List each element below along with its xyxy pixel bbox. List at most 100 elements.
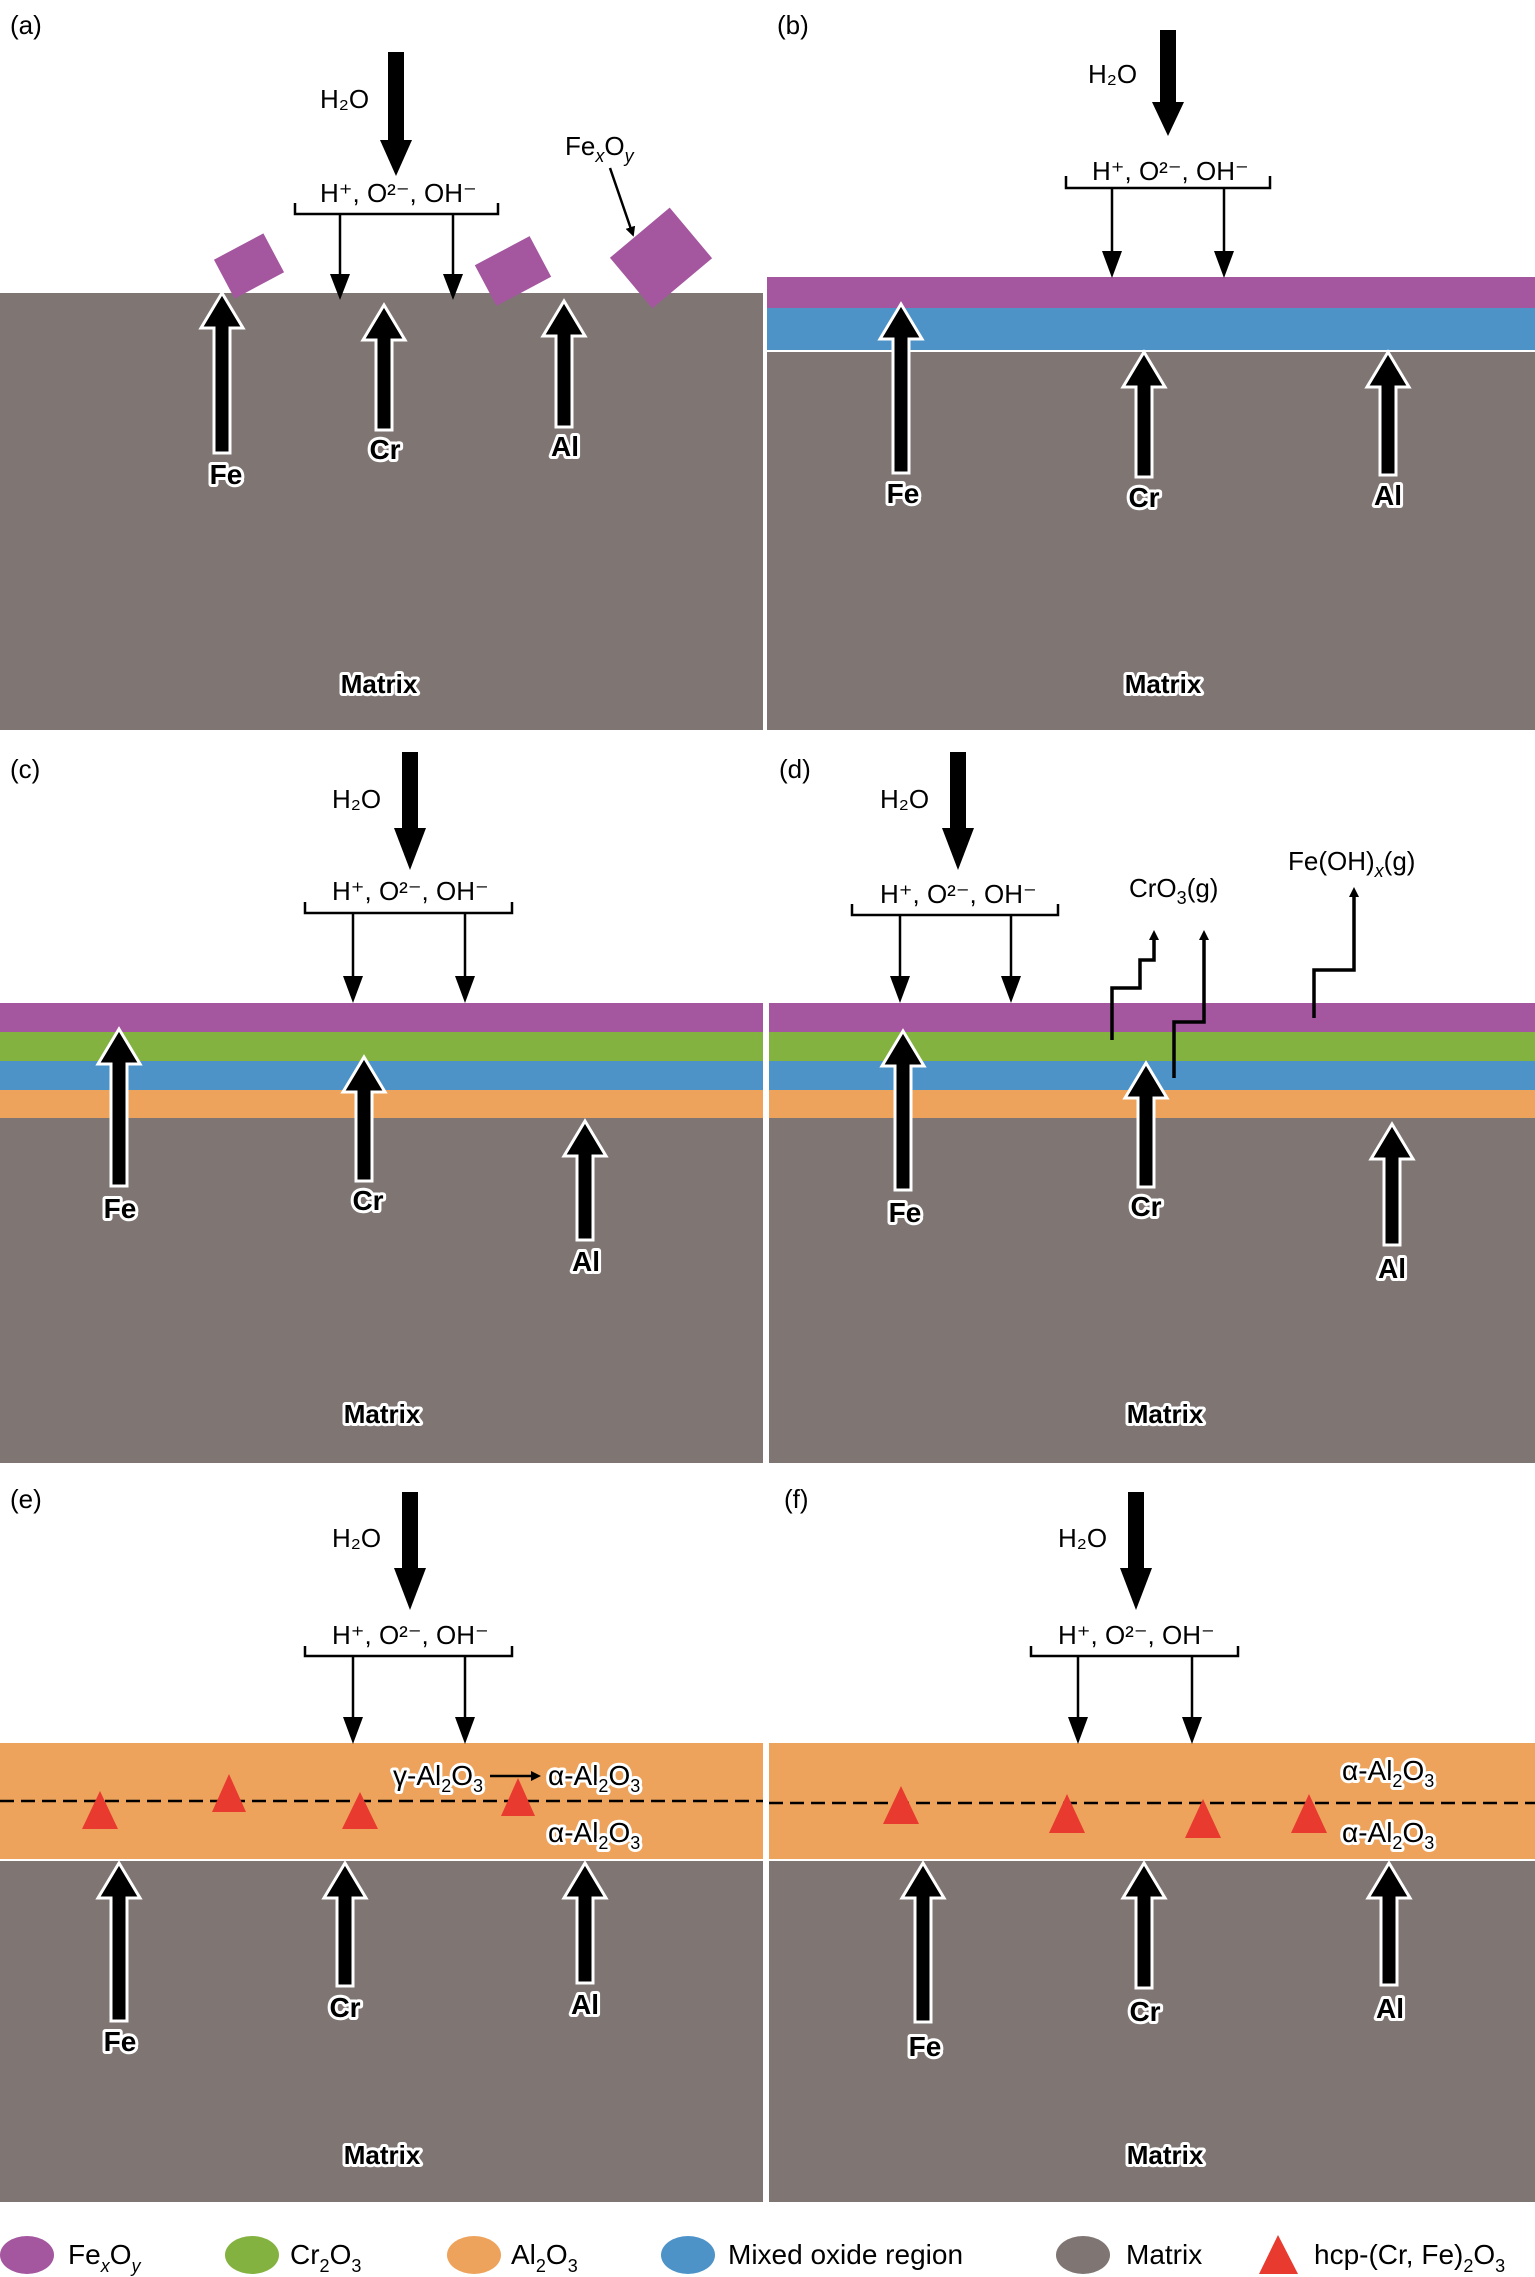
h2o-down-arrow-icon [942,752,974,870]
panel-a: (a) H₂O H⁺, O²⁻, OH⁻ FexOy [0,10,763,730]
hcp-triangle-icon [82,1791,118,1829]
cr-label: Cr [1128,482,1159,513]
ion-down-arrow-icon [1068,1656,1088,1744]
h2o-label: H₂O [880,784,929,814]
matrix-label: Matrix [1125,669,1202,699]
hcp-triangle-icon [1185,1799,1221,1838]
al-label: Al [551,431,579,462]
fe-up-arrow-icon [95,1026,143,1188]
feo-layer [0,1003,763,1032]
legend-al2o3-label: Al2O3 [511,2239,578,2276]
cro3-label: CrO3(g) [1129,873,1218,908]
hcp-triangle-icon [342,1792,378,1829]
ion-down-arrow-icon [455,913,475,1003]
ion-bracket [1064,176,1272,190]
ion-species-label: H⁺, O²⁻, OH⁻ [332,1620,489,1650]
matrix-label: Matrix [344,2140,421,2170]
ion-species-label: H⁺, O²⁻, OH⁻ [880,879,1037,909]
cr-label: Cr [1130,1191,1161,1222]
cr-up-arrow-icon [321,1860,369,1988]
ion-species-label: H⁺, O²⁻, OH⁻ [332,876,489,906]
cr-label: Cr [352,1185,383,1216]
feo-particle [474,236,552,306]
legend-hcp-label: hcp-(Cr, Fe)2O3 [1314,2239,1505,2276]
cro3-escape-arrow [1172,930,1209,1078]
cr-up-arrow-icon [1122,1060,1170,1189]
panel-e: (e) H₂O H⁺, O²⁻, OH⁻ γ-Al2O3 α-Al2O3 α-A… [0,1484,763,2202]
legend-al2o3-swatch [447,2236,501,2274]
hcp-triangle-icon [1291,1794,1327,1833]
alpha-alumina-label: α-Al2O3 [1342,1817,1434,1853]
al-up-arrow-icon [561,1118,609,1242]
legend-feo-label: FexOy [68,2239,141,2276]
legend-hcp-triangle-icon [1259,2235,1298,2274]
al-up-arrow-icon [1368,1121,1416,1247]
ion-down-arrow-icon [1182,1656,1202,1744]
al-up-arrow-icon [1365,1860,1413,1987]
al-label: Al [1376,1993,1404,2024]
feo-layer [767,277,1535,308]
cr-label: Cr [1129,1996,1160,2027]
h2o-down-arrow-icon [394,1492,426,1610]
hcp-triangle-icon [501,1778,535,1816]
panel-label: (e) [10,1484,42,1514]
ion-down-arrow-icon [343,913,363,1003]
panel-f: (f) H₂O H⁺, O²⁻, OH⁻ α-Al2O3 α-Al2O3 [769,1484,1535,2202]
matrix-label: Matrix [1127,2140,1204,2170]
ion-bracket [303,902,514,915]
h2o-label: H₂O [1058,1523,1107,1553]
cr-up-arrow-icon [1120,349,1168,479]
legend-mixed-label: Mixed oxide region [728,2239,963,2270]
legend-cr2o3-swatch [225,2236,279,2274]
alpha-alumina-label: α-Al2O3 [548,1817,640,1853]
panel-label: (f) [784,1484,809,1514]
feo-particle [213,233,285,299]
feo-particle [609,207,713,309]
cr-label: Cr [369,434,400,465]
ion-down-arrow-icon [890,915,910,1003]
fe-label: Fe [909,2031,942,2062]
panel-b: (b) H₂O H⁺, O²⁻, OH⁻ Fe Cr Al Matrix [767,10,1535,730]
h2o-down-arrow-icon [1152,30,1184,136]
fe-up-arrow-icon [899,1860,947,2024]
fe-label: Fe [210,459,243,490]
panel-label: (c) [10,754,40,784]
al-label: Al [571,1989,599,2020]
al-label: Al [1374,480,1402,511]
panel-label: (d) [779,754,811,784]
h2o-label: H₂O [1088,59,1137,89]
panel-c: (c) H₂O H⁺, O²⁻, OH⁻ Fe Cr Al Matrix [0,752,763,1463]
alpha-alumina-label: α-Al2O3 [1342,1755,1434,1791]
matrix-label: Matrix [341,669,418,699]
ion-species-label: H⁺, O²⁻, OH⁻ [1092,156,1249,186]
legend-mixed-swatch [661,2236,715,2274]
al-label: Al [572,1246,600,1277]
ion-species-label: H⁺, O²⁻, OH⁻ [1058,1620,1215,1650]
cr2o3-layer [769,1032,1535,1061]
fe-label: Fe [889,1197,922,1228]
fe-up-arrow-icon [95,1860,143,2023]
legend: FexOy Cr2O3 Al2O3 Mixed oxide region Mat… [0,2235,1505,2276]
h2o-label: H₂O [320,84,369,114]
ion-bracket [293,203,500,216]
feo-label: FexOy [565,131,635,166]
cr-up-arrow-icon [360,302,408,432]
matrix-label: Matrix [344,1399,421,1429]
cro3-escape-arrow [1110,930,1159,1040]
cr-label: Cr [329,1992,360,2023]
legend-feo-swatch [0,2236,54,2274]
fe-up-arrow-icon [879,1028,927,1192]
hcp-triangle-icon [883,1786,919,1824]
fe-up-arrow-icon [877,301,925,475]
legend-cr2o3-label: Cr2O3 [290,2239,361,2276]
al-up-arrow-icon [540,298,588,429]
ion-down-arrow-icon [343,1656,363,1744]
fe-label: Fe [104,2026,137,2057]
ion-species-label: H⁺, O²⁻, OH⁻ [320,178,477,208]
al-up-arrow-icon [561,1860,609,1985]
panel-label: (a) [10,10,42,40]
fe-up-arrow-icon [198,290,246,455]
ion-bracket [1029,1646,1240,1658]
alpha-alumina-label: α-Al2O3 [548,1760,640,1796]
h2o-down-arrow-icon [1120,1492,1152,1610]
